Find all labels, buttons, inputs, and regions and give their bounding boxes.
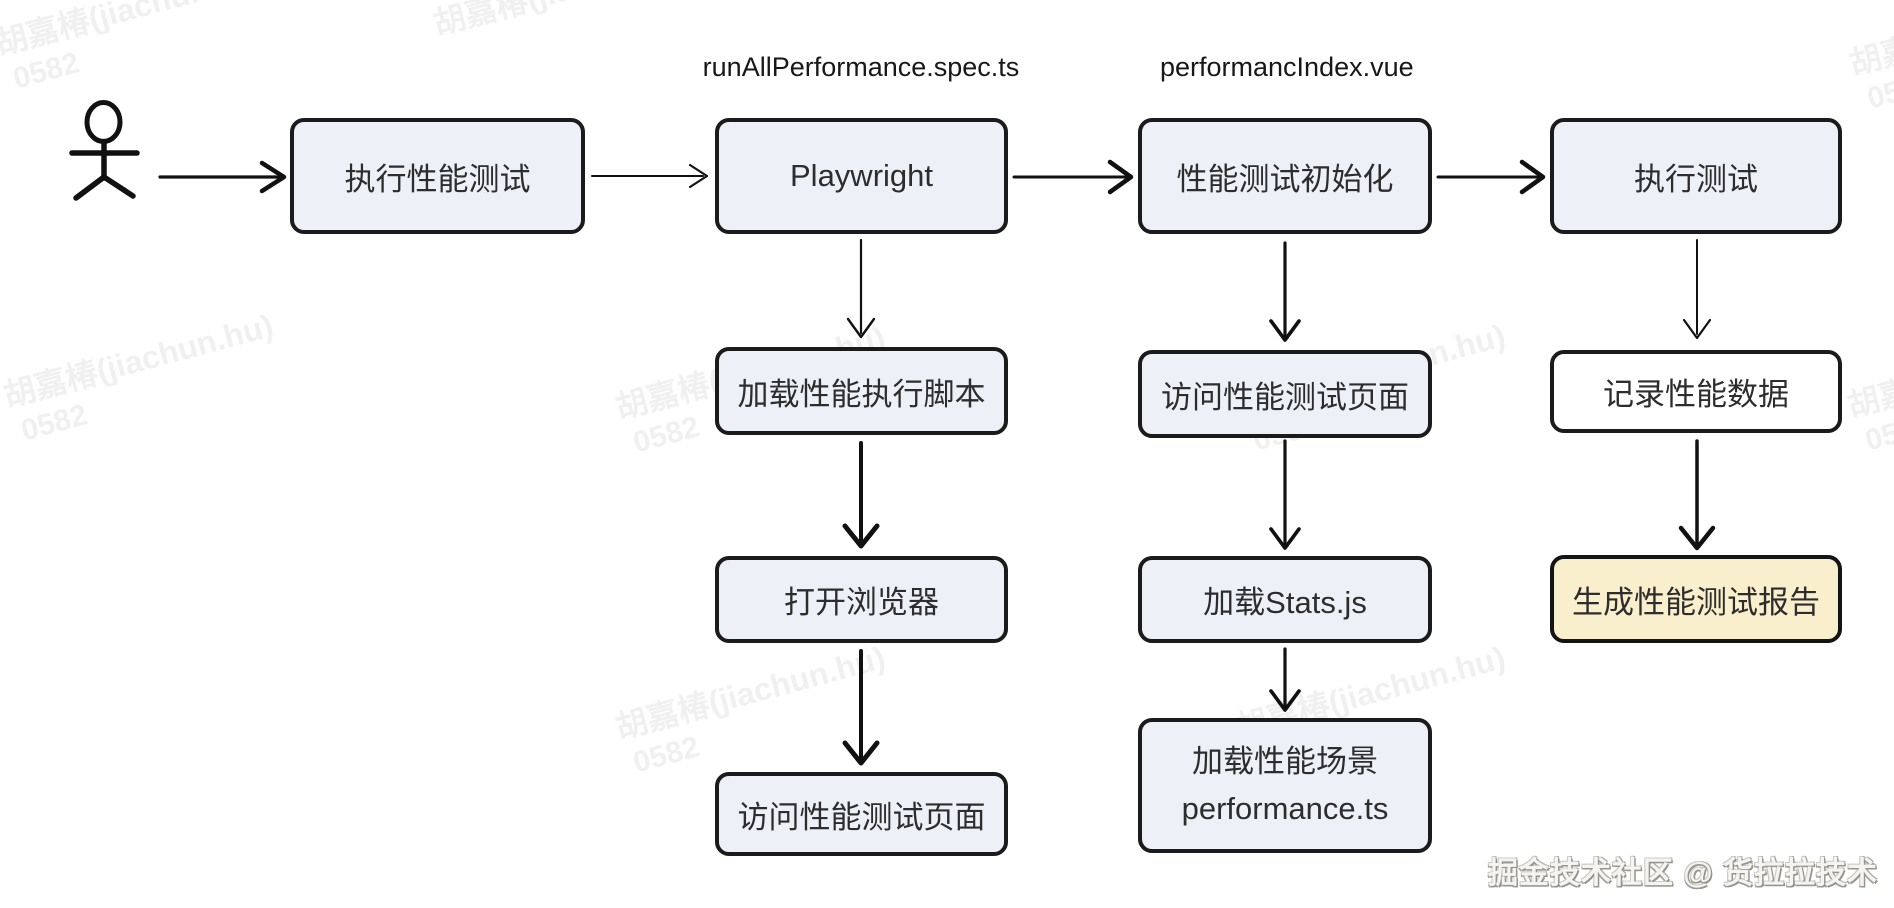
node-exec-test: 执行测试	[1550, 118, 1842, 234]
watermark: 胡嘉椿(jiachun.hu)0582	[1845, 0, 1894, 116]
arrow-playwright-to-perf-init	[1012, 159, 1134, 195]
node-gen-report: 生成性能测试报告	[1550, 555, 1842, 643]
watermark: 胡嘉椿(jiachun.hu)	[430, 0, 707, 42]
actor-icon	[69, 100, 140, 201]
file-label-spec: runAllPerformance.spec.ts	[702, 52, 1020, 82]
node-visit-page-1: 访问性能测试页面	[715, 772, 1008, 856]
node-exec-perf-test: 执行性能测试	[290, 118, 585, 234]
arrow-record-data-to-gen-report	[1678, 439, 1716, 551]
arrow-exec-perf-test-to-playwright	[591, 163, 709, 189]
arrow-actor-to-exec-perf-test	[158, 160, 287, 194]
node-playwright: Playwright	[715, 118, 1008, 234]
node-open-browser: 打开浏览器	[715, 556, 1008, 643]
arrow-perf-init-to-exec-test	[1436, 159, 1546, 195]
node-perf-init: 性能测试初始化	[1138, 118, 1432, 234]
file-label-vue: performancIndex.vue	[1160, 52, 1414, 82]
node-load-scene: 加载性能场景 performance.ts	[1138, 718, 1432, 853]
arrow-perf-init-to-visit-page	[1269, 241, 1301, 342]
footer-credit: 掘金技术社区 @ 货拉拉技术	[1488, 857, 1878, 890]
arrow-playwright-to-load-script	[846, 238, 876, 339]
watermark: 胡嘉椿(jiachun.hu)0582	[0, 0, 269, 96]
watermark: 胡嘉椿(jiachun.hu)0582	[0, 307, 277, 448]
arrow-load-stats-to-load-scene	[1269, 647, 1301, 712]
watermark: 胡嘉椿(jiachun.hu)0582	[1843, 317, 1894, 458]
node-load-script: 加载性能执行脚本	[715, 347, 1008, 435]
arrow-open-browser-to-visit-page	[842, 649, 880, 766]
arrow-exec-test-to-record-data	[1682, 239, 1712, 340]
node-record-data: 记录性能数据	[1550, 350, 1842, 433]
arrow-visit-page-to-load-stats	[1269, 439, 1301, 550]
arrow-load-script-to-open-browser	[842, 441, 880, 549]
node-load-stats: 加载Stats.js	[1138, 556, 1432, 643]
watermark: 胡嘉椿(jiachun.hu)0582	[611, 639, 889, 780]
node-visit-page-2: 访问性能测试页面	[1138, 350, 1432, 438]
